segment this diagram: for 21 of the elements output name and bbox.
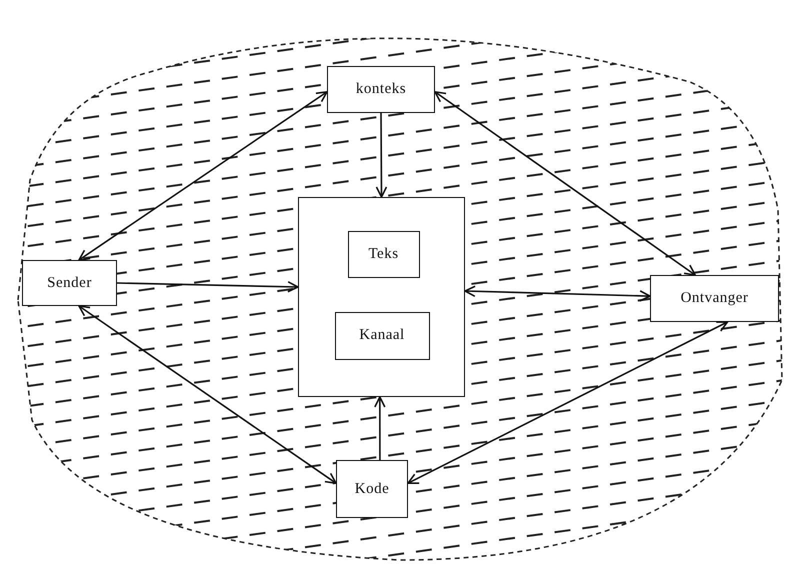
- label-box: [650, 275, 779, 322]
- arrow: [78, 305, 337, 484]
- node-label: Sender: [47, 274, 92, 292]
- node-label: Kode: [354, 480, 390, 498]
- node-label: Teks: [368, 246, 399, 262]
- arrow: [407, 321, 728, 484]
- arrow: [464, 285, 651, 302]
- label-box: [22, 260, 117, 306]
- frame-box: [298, 197, 465, 397]
- label-box: [348, 230, 420, 278]
- node-label: konteks: [356, 81, 406, 98]
- label-box: [334, 312, 430, 360]
- label-box: [327, 66, 435, 113]
- node-label: Ontvanger: [680, 290, 748, 307]
- arrow: [78, 91, 328, 261]
- arrow: [116, 280, 299, 293]
- arrow: [434, 91, 696, 276]
- label-box: [336, 460, 408, 518]
- arrow: [376, 113, 388, 198]
- arrow: [374, 396, 386, 460]
- node-label: Kanaal: [359, 327, 405, 344]
